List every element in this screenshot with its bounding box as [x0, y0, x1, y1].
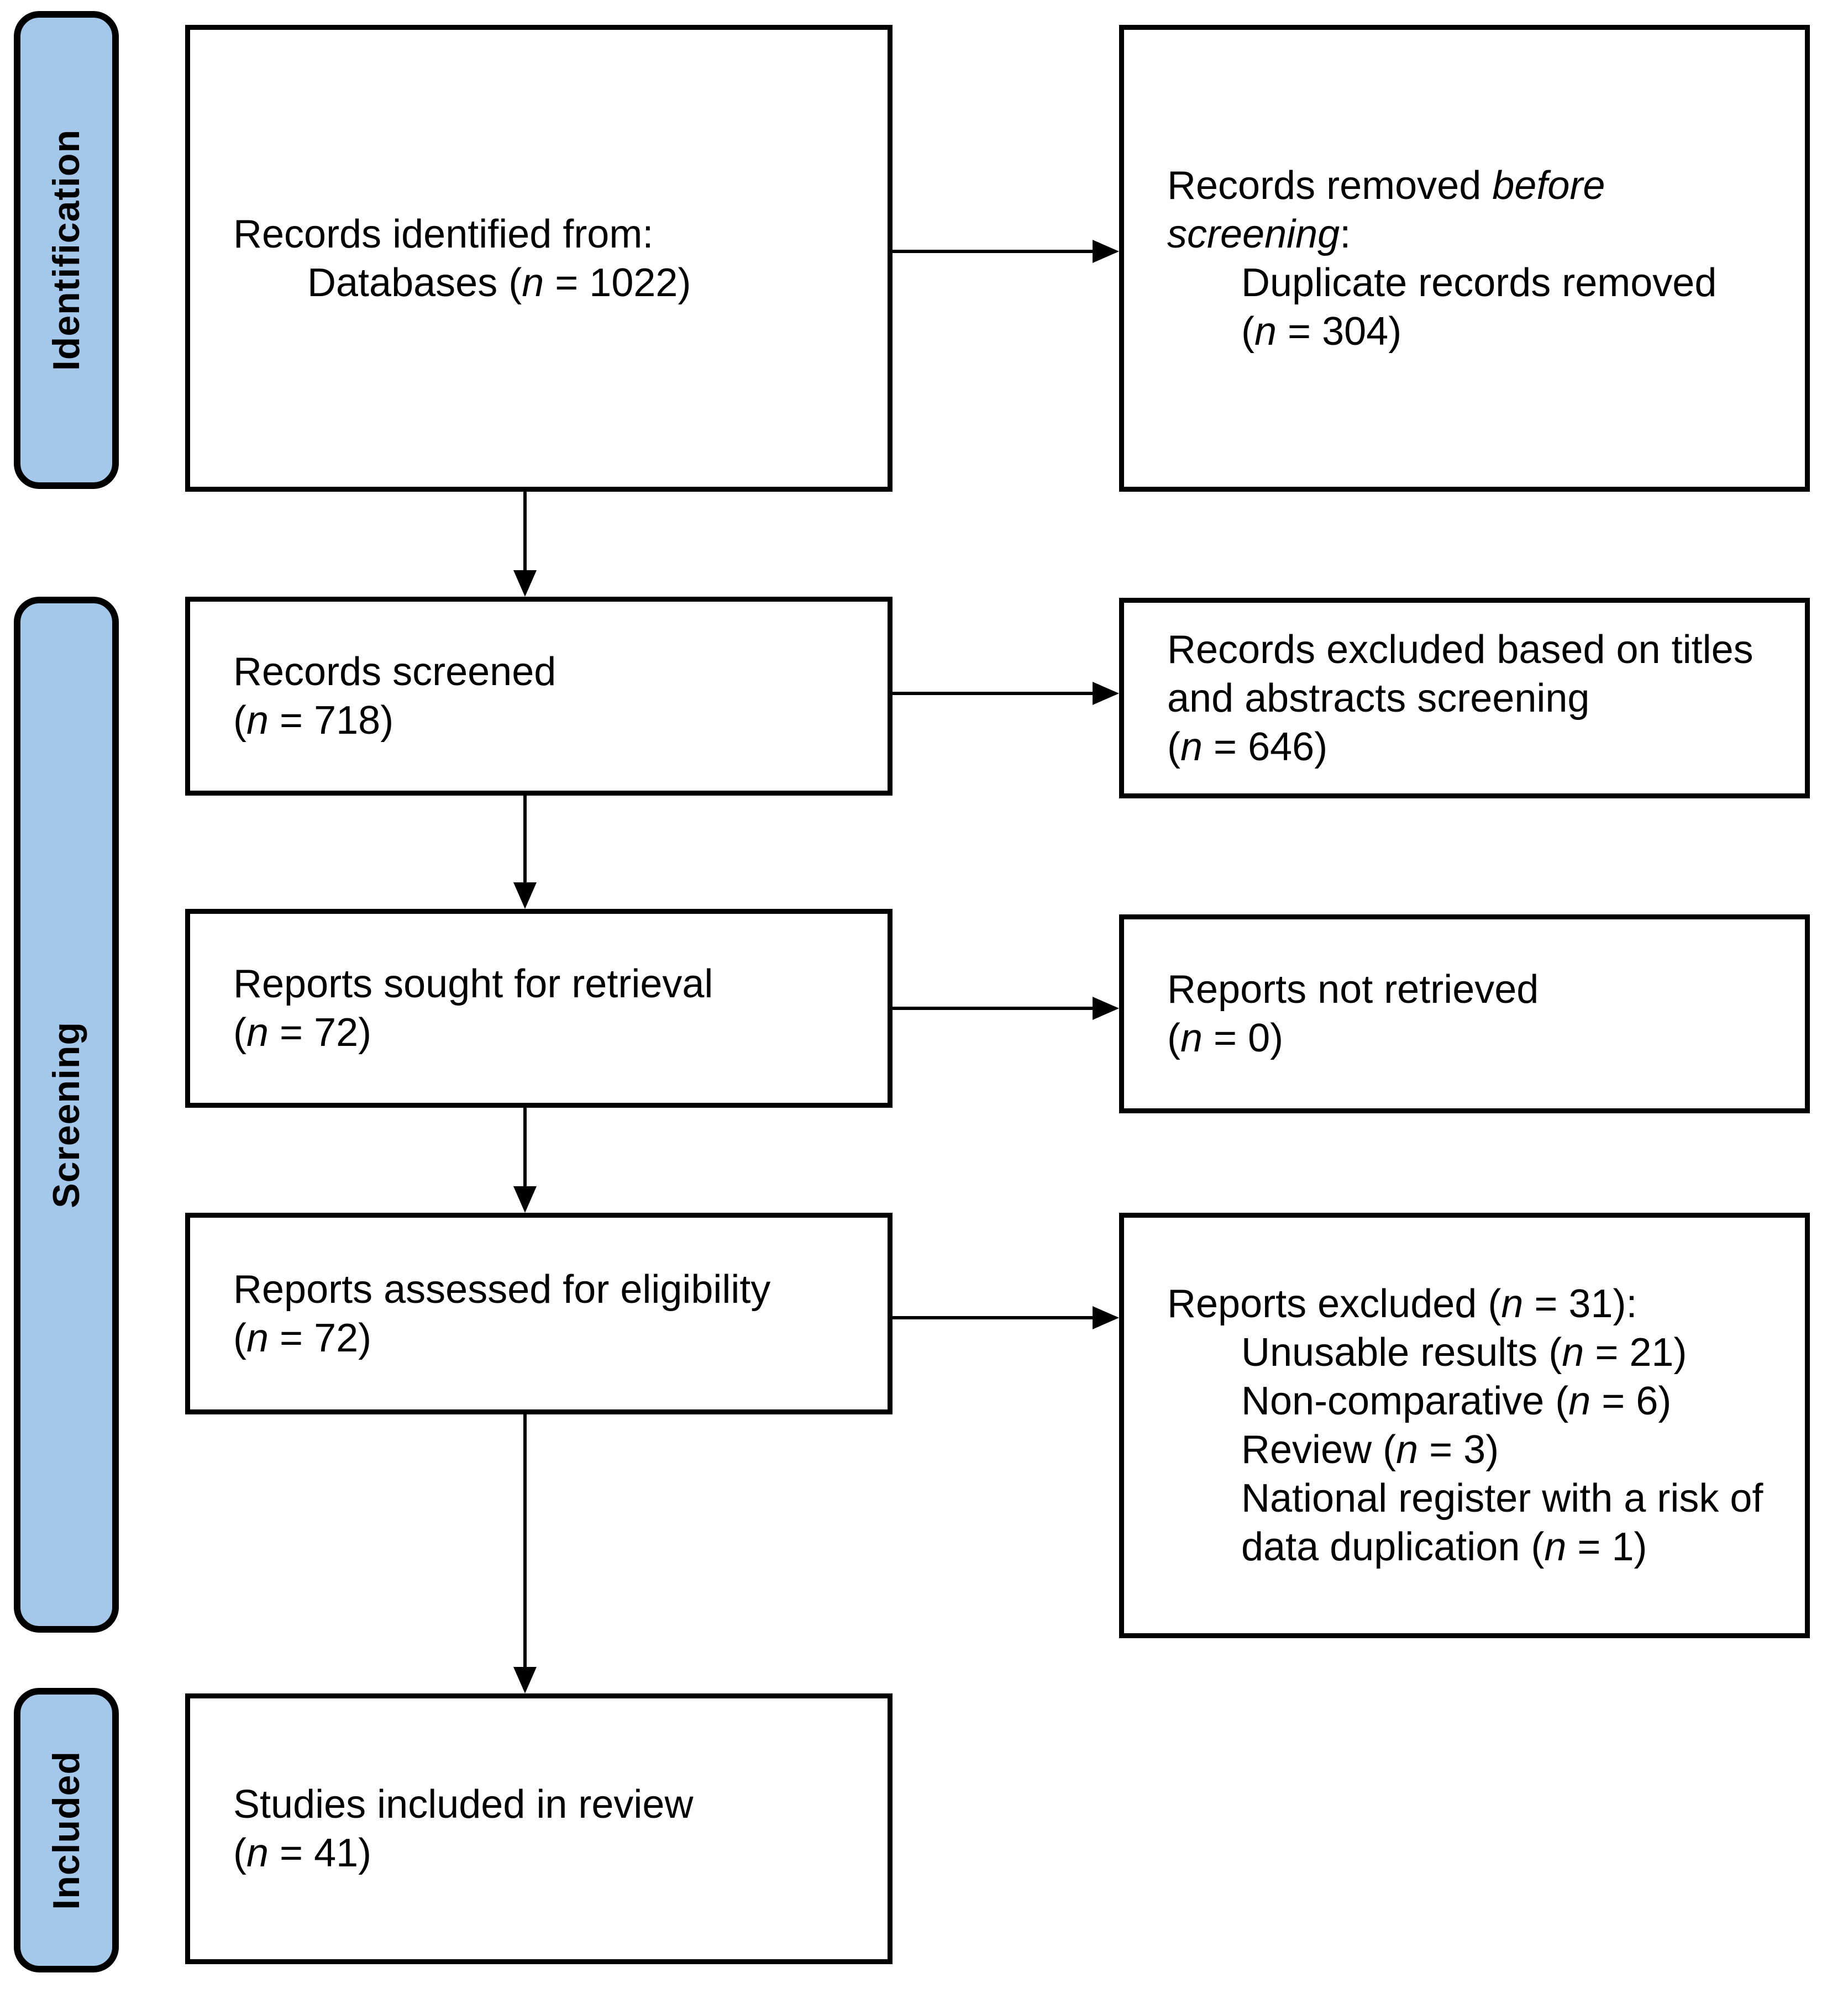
box-reports-not-retrieved: Reports not retrieved(n = 0)	[1119, 914, 1810, 1113]
stage-included: Included	[14, 1688, 119, 1972]
arrow-identified-to-screened	[513, 492, 537, 597]
text-line: Reports sought for retrieval	[233, 962, 713, 1006]
text-line: and abstracts screening	[1167, 676, 1590, 720]
stage-screening-label: Screening	[45, 1021, 87, 1208]
text-line: (n = 72)	[233, 1011, 372, 1055]
text-line: Databases (n = 1022)	[307, 260, 691, 305]
arrow-identified-to-removed-before	[893, 240, 1119, 263]
box-reports-excluded: Reports excluded (n = 31):Unusable resul…	[1119, 1213, 1810, 1638]
text-line: (n = 0)	[1167, 1016, 1284, 1060]
stage-included-label: Included	[45, 1750, 87, 1910]
text-line: Review (n = 3)	[1241, 1428, 1499, 1472]
text-line: Non-comparative (n = 6)	[1241, 1379, 1672, 1423]
text-line: Records removed before	[1167, 163, 1605, 208]
arrow-sought-to-assessed	[513, 1108, 537, 1213]
text-line: Reports assessed for eligibility	[233, 1267, 771, 1312]
text-line: Studies included in review	[233, 1782, 694, 1827]
text-line: Records screened	[233, 650, 556, 694]
box-records-identified: Records identified from:Databases (n = 1…	[185, 25, 893, 492]
text-line: data duplication (n = 1)	[1241, 1525, 1647, 1569]
stage-screening: Screening	[14, 597, 119, 1633]
arrow-assessed-to-included	[513, 1414, 537, 1693]
text-line: (n = 718)	[233, 698, 394, 743]
text-line: Reports excluded (n = 31):	[1167, 1282, 1637, 1326]
text-line: Unusable results (n = 21)	[1241, 1330, 1687, 1375]
stage-identification: Identification	[14, 11, 119, 489]
box-reports-assessed-for-eligibility: Reports assessed for eligibility(n = 72)	[185, 1213, 893, 1414]
text-line: Reports not retrieved	[1167, 967, 1539, 1012]
box-records-screened: Records screened(n = 718)	[185, 597, 893, 796]
text-line: National register with a risk of	[1241, 1476, 1763, 1521]
text-line: (n = 646)	[1167, 724, 1328, 769]
text-line: Records excluded based on titles	[1167, 627, 1754, 672]
arrow-sought-to-not-retrieved	[893, 997, 1119, 1020]
text-line: Duplicate records removed	[1241, 260, 1717, 305]
text-line: (n = 304)	[1241, 309, 1402, 354]
box-reports-sought-for-retrieval: Reports sought for retrieval (n = 72)	[185, 909, 893, 1108]
text-line: (n = 41)	[233, 1831, 372, 1875]
arrow-assessed-to-excluded-reports	[893, 1306, 1119, 1329]
stage-identification-label: Identification	[45, 129, 87, 371]
arrow-screened-to-sought	[513, 796, 537, 909]
text-line: screening:	[1167, 212, 1351, 256]
arrow-screened-to-excluded-titles	[893, 682, 1119, 705]
text-line: Records identified from:	[233, 212, 654, 256]
text-line: (n = 72)	[233, 1316, 372, 1360]
box-studies-included-in-review: Studies included in review(n = 41)	[185, 1693, 893, 1964]
